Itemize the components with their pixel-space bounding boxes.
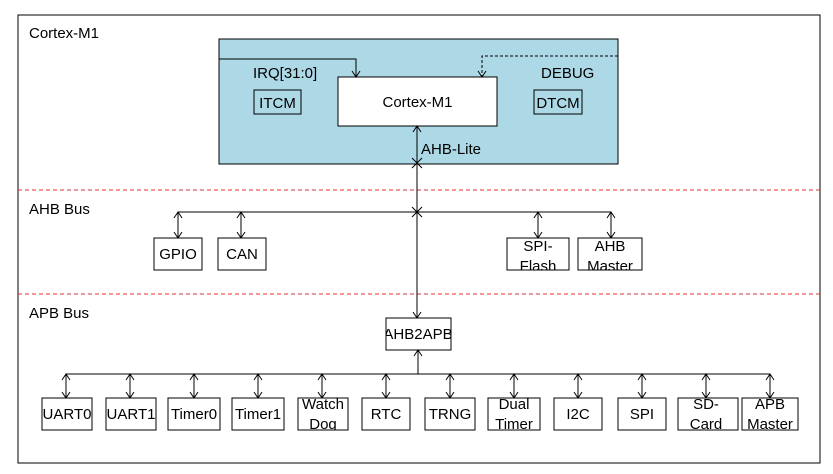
rtc-box [361, 397, 411, 431]
timer1-label: Timer1 [235, 406, 281, 423]
sd-card-box [677, 397, 739, 431]
trunk-cross-cpu [411, 157, 423, 169]
can-box [217, 237, 267, 271]
debug-label: DEBUG [541, 65, 594, 82]
timer0-label: Timer0 [171, 406, 217, 423]
apb-master-label-line1: APB [755, 396, 785, 413]
debug-arrow-head [477, 70, 487, 78]
i2c-box [553, 397, 603, 431]
ahb2apb-bridge-box [385, 317, 452, 351]
i2c-label: I2C [566, 406, 590, 423]
itcm-box [253, 89, 302, 115]
dual-timer-box [487, 397, 541, 431]
watchdog-label-line2: Dog [309, 416, 337, 433]
irq-arrow [219, 58, 357, 77]
spi-flash-box [506, 237, 570, 271]
sd-card-label-line1: SD- [693, 396, 719, 413]
trunk-arrow-top [412, 125, 422, 133]
dtcm-label: DTCM [536, 95, 579, 112]
irq-label: IRQ[31:0] [253, 65, 317, 82]
section-label-apb: APB Bus [29, 305, 89, 322]
irq-arrow-head [351, 70, 361, 78]
section-label-cortex: Cortex-M1 [29, 25, 99, 42]
watchdog-label-line1: Watch [302, 396, 344, 413]
rtc-label: RTC [371, 406, 402, 423]
section-label-ahb: AHB Bus [29, 201, 90, 218]
uart0-label: UART0 [43, 406, 92, 423]
ahb-lite-label: AHB-Lite [421, 141, 481, 158]
apb-master-box [741, 397, 799, 431]
spi-flash-label-line2: Flash [520, 258, 557, 275]
can-label: CAN [226, 246, 258, 263]
dual-timer-label-line2: Timer [495, 416, 533, 433]
ahb2apb-bridge-label: AHB2APB [383, 326, 452, 343]
uart0-box [41, 397, 93, 431]
timer0-box [167, 397, 221, 431]
ahb-master-label-line1: AHB [595, 238, 626, 255]
ahb-master-label-line2: Master [587, 258, 633, 275]
debug-arrow [481, 55, 618, 77]
gpio-label: GPIO [159, 246, 197, 263]
trng-label: TRNG [429, 406, 472, 423]
sd-card-label-line2: Card [690, 416, 723, 433]
uart1-box [105, 397, 157, 431]
cortex-core-box [337, 76, 498, 127]
ahb-master-box [577, 237, 643, 271]
spi-label: SPI [630, 406, 654, 423]
dtcm-box [533, 89, 583, 115]
gpio-box [153, 237, 203, 271]
trng-box [424, 397, 476, 431]
watchdog-box [297, 397, 349, 431]
dual-timer-label-line1: Dual [499, 396, 530, 413]
cortex-core-label: Cortex-M1 [382, 94, 452, 111]
bridge-arrow [413, 349, 423, 357]
apb-master-label-line2: Master [747, 416, 793, 433]
spi-box [617, 397, 667, 431]
timer1-box [231, 397, 285, 431]
uart1-label: UART1 [107, 406, 156, 423]
spi-flash-label-line1: SPI- [523, 238, 552, 255]
itcm-label: ITCM [259, 95, 296, 112]
